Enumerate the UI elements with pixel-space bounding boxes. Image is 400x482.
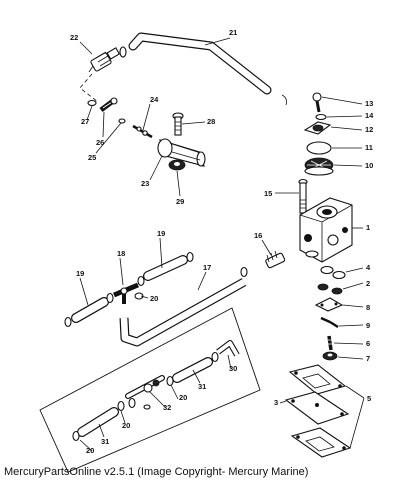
callout-17: 17 xyxy=(203,263,211,272)
callout-18: 18 xyxy=(117,249,125,258)
fitting-22 xyxy=(88,47,121,73)
hose-31-lower xyxy=(77,407,119,437)
screw-26 xyxy=(99,97,118,112)
callout-5: 5 xyxy=(367,394,371,403)
cap-10 xyxy=(304,157,334,176)
callout-9: 9 xyxy=(366,321,370,330)
callout-30: 30 xyxy=(229,364,237,373)
image-caption: MercuryPartsOnline v2.5.1 (Image Copyrig… xyxy=(4,466,309,478)
washer-14 xyxy=(315,113,327,121)
callout-26: 26 xyxy=(96,138,104,147)
callout-1: 1 xyxy=(366,223,370,232)
callout-29: 29 xyxy=(176,197,184,206)
callout-11: 11 xyxy=(365,143,373,152)
callout-23: 23 xyxy=(141,179,149,188)
callout-19-upper: 19 xyxy=(157,229,165,238)
callout-22: 22 xyxy=(70,33,78,42)
bolt-15 xyxy=(298,178,308,214)
callout-8: 8 xyxy=(366,303,370,312)
fitting-32 xyxy=(125,375,165,410)
fitting-16 xyxy=(265,250,286,269)
callout-21: 21 xyxy=(229,28,237,37)
callout-14: 14 xyxy=(365,111,374,120)
tube-17 xyxy=(119,278,247,347)
tee-18 xyxy=(113,282,139,304)
clamp-21-right xyxy=(281,94,287,106)
screw-6 xyxy=(327,335,333,351)
callout-20-kit-left: 20 xyxy=(86,446,94,455)
callout-15: 15 xyxy=(264,189,272,198)
clamps-20 xyxy=(64,251,248,328)
clamp-21-left xyxy=(119,46,127,58)
callout-19-lower: 19 xyxy=(76,269,84,278)
callout-10: 10 xyxy=(365,161,373,170)
washer-7 xyxy=(322,351,338,361)
tube-21 xyxy=(128,32,272,95)
nuts-2 xyxy=(317,283,343,295)
washers-4 xyxy=(320,265,346,280)
screw-13 xyxy=(312,92,322,113)
elbow-30 xyxy=(216,340,240,357)
valve-body-23 xyxy=(157,138,206,167)
hose-19-upper xyxy=(143,255,188,281)
hose-19-lower xyxy=(71,297,109,323)
arm-12 xyxy=(303,121,332,135)
callout-31-lower: 31 xyxy=(101,437,109,446)
callout-20-kit-mid: 20 xyxy=(122,421,130,430)
callout-7: 7 xyxy=(366,354,370,363)
callouts: 22 21 27 26 25 24 28 23 29 13 14 12 11 1… xyxy=(70,28,374,455)
clamps-20-kit xyxy=(72,351,219,442)
bracket-8 xyxy=(314,297,344,312)
callout-28: 28 xyxy=(207,117,215,126)
callout-3: 3 xyxy=(274,398,278,407)
stem-24 xyxy=(132,124,153,139)
callout-4: 4 xyxy=(366,263,371,272)
oring-25 xyxy=(118,118,126,124)
callout-16: 16 xyxy=(254,231,262,240)
callout-32: 32 xyxy=(163,403,171,412)
plate-3 xyxy=(284,391,350,425)
hose-31-upper xyxy=(172,357,213,383)
nut-29 xyxy=(168,159,186,171)
callout-20-tee: 20 xyxy=(150,294,158,303)
washer-27 xyxy=(87,99,97,107)
callout-12: 12 xyxy=(365,125,373,134)
callout-31-upper: 31 xyxy=(198,382,206,391)
oring-11 xyxy=(306,141,332,155)
screws-9 xyxy=(320,316,339,329)
kit-box xyxy=(39,307,261,473)
callout-27: 27 xyxy=(81,117,89,126)
housing-1 xyxy=(299,197,353,263)
gasket-5-upper xyxy=(288,364,347,395)
callout-25: 25 xyxy=(88,153,96,162)
gasket-5-lower xyxy=(290,427,352,458)
callout-24: 24 xyxy=(150,95,159,104)
callout-13: 13 xyxy=(365,99,373,108)
callout-6: 6 xyxy=(366,339,370,348)
callout-2: 2 xyxy=(366,279,370,288)
bolt-28 xyxy=(172,112,184,136)
leader-lines xyxy=(79,37,365,452)
callout-20-kit-right: 20 xyxy=(179,393,187,402)
